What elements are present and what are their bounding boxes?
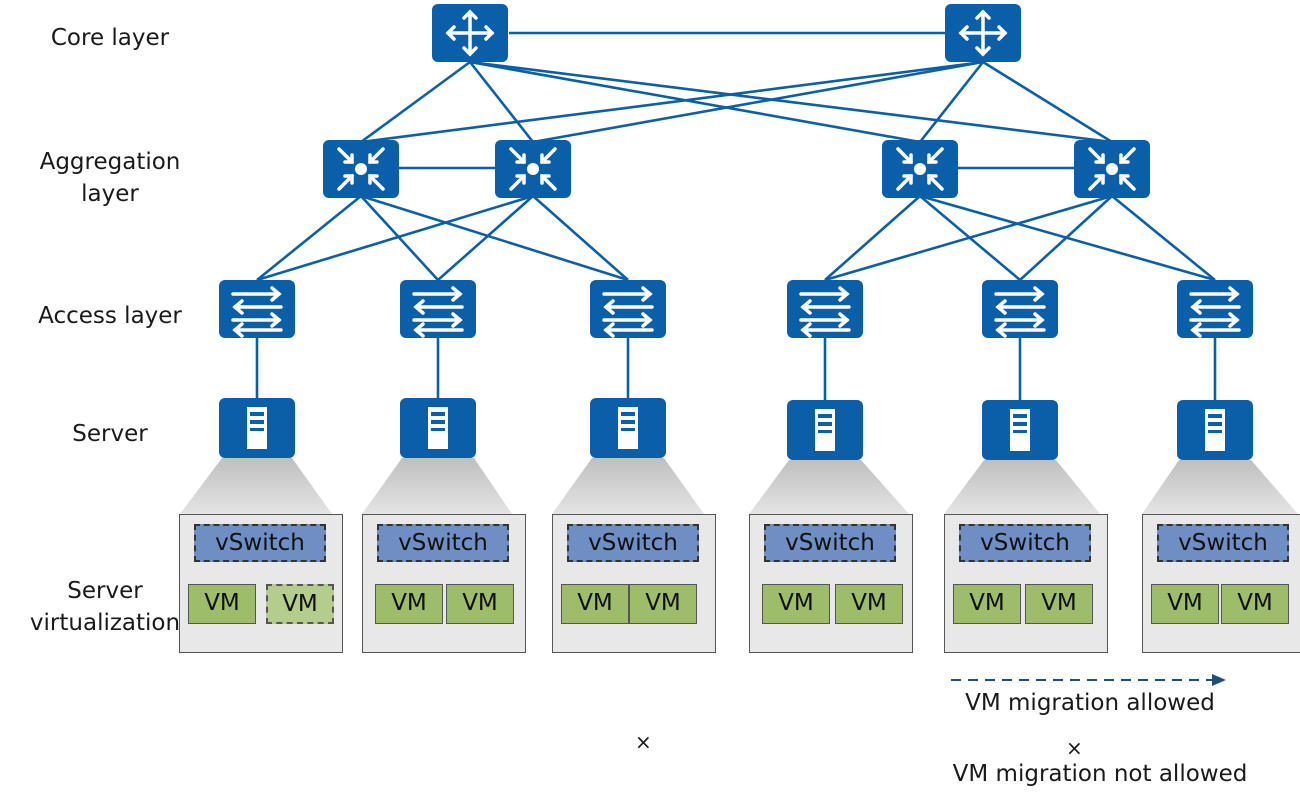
- server-icon: [400, 398, 476, 458]
- vswitch: vSwitch: [1157, 524, 1289, 562]
- virtualized-host: vSwitch VM VM: [179, 514, 343, 653]
- vswitch: vSwitch: [959, 524, 1091, 562]
- aggregation-switch-icon: [882, 140, 958, 198]
- virtualized-host: vSwitch VM VM: [749, 514, 913, 653]
- migration-allowed-label: VM migration allowed: [965, 690, 1215, 716]
- access-layer-label: Access layer: [38, 303, 182, 329]
- access-switch-icon: [219, 280, 295, 338]
- migration-not-allowed-cross-mark: ×: [1066, 736, 1083, 760]
- vm: VM: [953, 584, 1021, 624]
- vm: VM: [561, 584, 629, 624]
- core-router-icon: [432, 4, 508, 62]
- aggregation-switch-icon: [323, 140, 399, 198]
- core-layer-label: Core layer: [50, 25, 170, 51]
- virtualized-host: vSwitch VM VM: [1142, 514, 1300, 653]
- virtualized-host: vSwitch VM VM: [944, 514, 1108, 653]
- vm: VM: [835, 584, 903, 624]
- server-icon: [787, 400, 863, 460]
- access-switch-icon: [400, 280, 476, 338]
- server-icon: [1177, 400, 1253, 460]
- access-switch-icon: [787, 280, 863, 338]
- virtualized-host: vSwitch VM VM: [552, 514, 716, 653]
- server-icon: [982, 400, 1058, 460]
- server-icon: [590, 398, 666, 458]
- virtualization-label-line2: virtualization: [29, 610, 181, 636]
- access-switch-icon: [982, 280, 1058, 338]
- vm: VM: [1025, 584, 1093, 624]
- core-router-icon: [945, 4, 1021, 62]
- vm: VM: [446, 584, 514, 624]
- vm-migrated-ghost: VM: [266, 584, 334, 624]
- aggregation-switch-icon: [1074, 140, 1150, 198]
- vm: VM: [762, 584, 830, 624]
- vm: VM: [188, 584, 256, 624]
- vswitch: vSwitch: [567, 524, 699, 562]
- migration-not-allowed-label: VM migration not allowed: [952, 761, 1248, 787]
- vm: VM: [629, 584, 697, 624]
- vm: VM: [375, 584, 443, 624]
- virtualized-host: vSwitch VM VM: [362, 514, 526, 653]
- virtualization-label-line1: Server: [67, 578, 143, 604]
- aggregation-layer-label-line2: layer: [81, 181, 139, 207]
- server-icon: [219, 398, 295, 458]
- server-layer-label: Server: [72, 421, 148, 447]
- access-switch-icon: [590, 280, 666, 338]
- vm: VM: [1221, 584, 1289, 624]
- aggregation-switch-icon: [495, 140, 571, 198]
- vswitch: vSwitch: [764, 524, 896, 562]
- vm: VM: [1151, 584, 1219, 624]
- vswitch: vSwitch: [377, 524, 509, 562]
- aggregation-layer-label-line1: Aggregation: [39, 149, 181, 175]
- migration-blocked-cross-mark: ×: [635, 730, 652, 754]
- access-switch-icon: [1177, 280, 1253, 338]
- vswitch: vSwitch: [194, 524, 326, 562]
